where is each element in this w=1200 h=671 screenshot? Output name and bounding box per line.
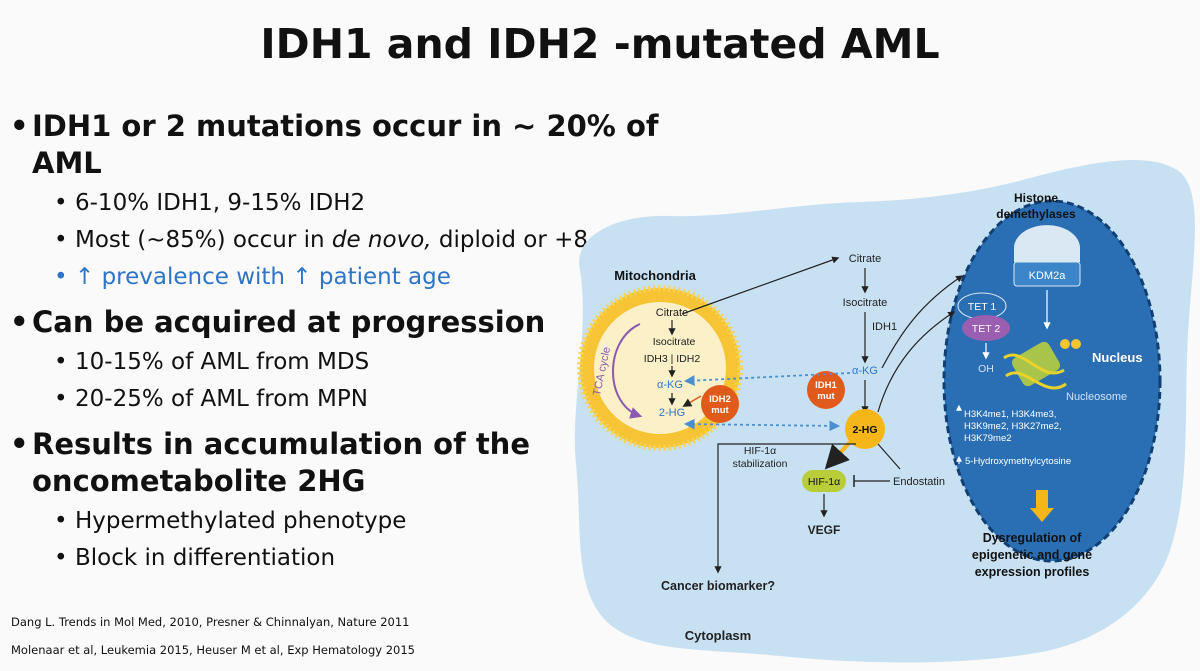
sub-bullet-text: Most (~85%) occur in (75, 227, 332, 253)
idh2-mut-badge (701, 385, 739, 423)
reference-line: Molenaar et al, Leukemia 2015, Heuser M … (11, 643, 415, 657)
sub-bullets-accumulation: Hypermethylated phenotype Block in diffe… (10, 503, 710, 577)
idh1-label: IDH1 (872, 321, 897, 333)
2hg-endostatin-line (877, 443, 901, 470)
oh-label: OH (978, 363, 994, 375)
hif-stabilization-label: HIF-1α (744, 445, 776, 457)
bullet-accumulation: Results in accumulation of the oncometab… (10, 426, 710, 500)
idh-pathway-diagram: Mitochondria TCA cycle Citrate Isocitrat… (574, 159, 1195, 663)
histone-marks: H3K9me2, H3K27me2, (964, 421, 1062, 432)
dysregulation-label: Dysregulation of (983, 531, 1082, 545)
dysregulation-label: expression profiles (975, 565, 1090, 579)
sub-bullet: 6-10% IDH1, 9-15% IDH2 (10, 185, 710, 222)
nucleosome-label: Nucleosome (1066, 391, 1127, 403)
sub-bullet: 20-25% of AML from MPN (10, 381, 710, 418)
citrate-export-arrow (681, 256, 840, 315)
sub-bullet-highlight: ↑ prevalence with ↑ patient age (10, 259, 710, 296)
cyto-akg: α-KG (852, 365, 878, 377)
2hg-badge (845, 409, 885, 449)
mito-citrate: Citrate (656, 307, 688, 319)
nucleosome-icon (1003, 339, 1081, 390)
bullet-progression: Can be acquired at progression (10, 304, 710, 341)
2hg-to-tet-arrow (877, 311, 956, 413)
kdm2a-box (1013, 261, 1081, 287)
kdm2a-label: KDM2a (1029, 270, 1067, 282)
tca-cycle-arrow (612, 323, 643, 419)
vegf-label: VEGF (808, 523, 841, 537)
nucleus-shape (942, 199, 1162, 563)
endostatin-label: Endostatin (893, 476, 945, 488)
references: Dang L. Trends in Mol Med, 2010, Presner… (11, 608, 415, 664)
hydroxymethylcytosine-label: 5-Hydroxymethylcytosine (965, 456, 1071, 467)
sub-bullets-progression: 10-15% of AML from MDS 20-25% of AML fro… (10, 344, 710, 418)
mito-2hg: 2-HG (659, 407, 685, 419)
idh2-arrow (682, 395, 702, 407)
mitochondria-label: Mitochondria (614, 268, 696, 283)
2hg-label: 2-HG (852, 424, 877, 436)
histone-demethylases-label: demethylases (996, 207, 1076, 221)
sub-bullet-emphasis: de novo, (331, 227, 432, 253)
akg-to-kdm-arrow (881, 275, 964, 369)
sub-bullet: Block in differentiation (10, 540, 710, 577)
idh1-mut-label: IDH1 (815, 380, 837, 391)
2hg-to-hif-arrow (824, 440, 852, 470)
reference-line: Dang L. Trends in Mol Med, 2010, Presner… (11, 615, 410, 629)
tet1-label: TET 1 (968, 301, 997, 313)
sub-bullet: 10-15% of AML from MDS (10, 344, 710, 381)
dysregulation-label: epigenetic and gene (972, 548, 1092, 562)
cyto-isocitrate: Isocitrate (843, 297, 888, 309)
idh1-mut-badge (807, 371, 845, 409)
cyto-citrate: Citrate (849, 253, 881, 265)
bullet-line: Results in accumulation of the (32, 427, 530, 461)
cytoplasm-label: Cytoplasm (685, 628, 751, 643)
hif-stabilization-label: stabilization (733, 458, 788, 470)
hif-badge (802, 470, 846, 492)
hif-label: HIF-1α (808, 476, 840, 488)
bullet-line: oncometabolite 2HG (32, 464, 366, 498)
idh2-mut-label: mut (711, 405, 729, 416)
idh2-mut-label: IDH2 (709, 394, 731, 405)
tet2-shape (962, 315, 1010, 341)
kdm2a-shape (1014, 225, 1080, 262)
dysregulation-arrow (1030, 490, 1054, 522)
biomarker-arrow (714, 443, 856, 574)
slide-title: IDH1 and IDH2 -mutated AML (260, 20, 940, 68)
histone-marks: H3K4me1, H3K4me3, (964, 409, 1056, 420)
histone-demethylases-label: Histone (1014, 191, 1058, 205)
cancer-biomarker-label: Cancer biomarker? (661, 579, 775, 593)
histone-marks: H3K79me2 (964, 433, 1012, 444)
idh1-mut-label: mut (817, 391, 835, 402)
mito-enzymes: IDH3 | IDH2 (644, 353, 701, 365)
sub-bullet: Hypermethylated phenotype (10, 503, 710, 540)
mito-akg: α-KG (657, 379, 683, 391)
bullet-prevalence: IDH1 or 2 mutations occur in ~ 20% of AM… (10, 108, 710, 182)
mito-isocitrate: Isocitrate (653, 336, 696, 348)
nucleus-label: Nucleus (1092, 350, 1143, 365)
tet2-label: TET 2 (972, 323, 1001, 335)
2hg-transport-arrow (683, 418, 841, 432)
